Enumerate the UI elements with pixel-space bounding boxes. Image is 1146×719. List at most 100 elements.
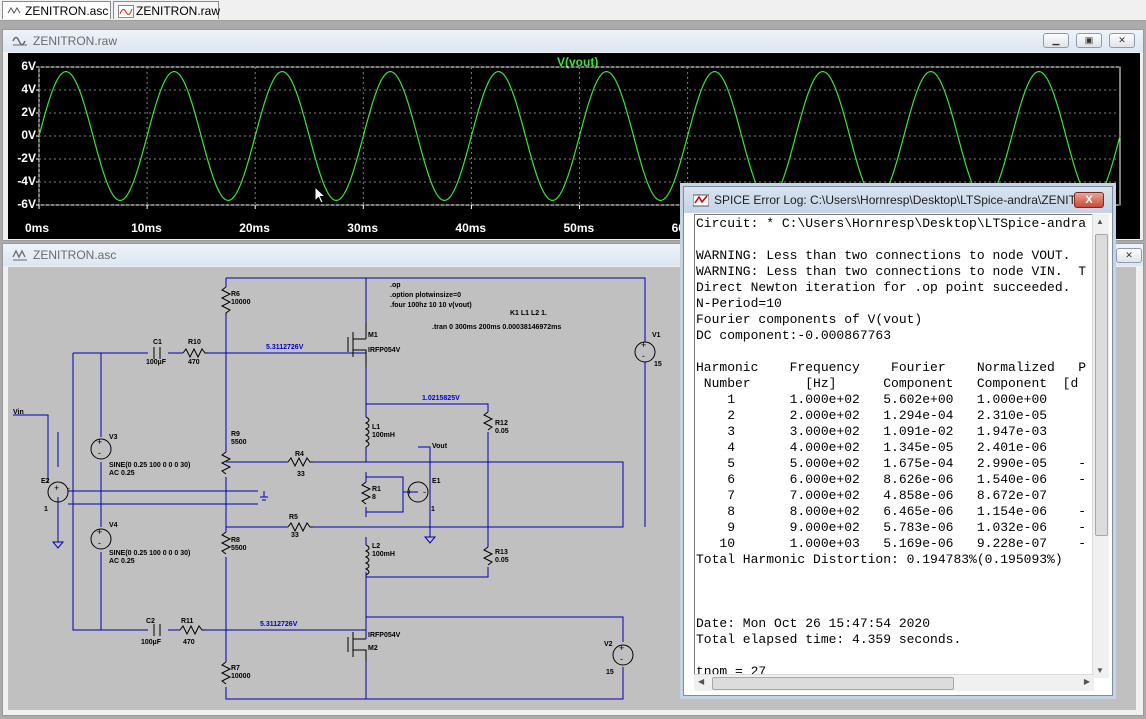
scroll-down-icon[interactable]: ▼ xyxy=(1096,666,1104,675)
waveform-window-titlebar[interactable]: ZENITRON.raw ▁ ▣ ✕ xyxy=(3,30,1143,52)
restore-button[interactable]: ▣ xyxy=(1076,33,1102,48)
c2-label: C2 xyxy=(146,618,155,625)
v4-label: V4 xyxy=(109,522,118,529)
r10-label: R10 xyxy=(188,339,201,346)
tab-label: ZENITRON.raw xyxy=(136,4,220,18)
spice-error-log-window: SPICE Error Log: C:\Users\Hornresp\Deskt… xyxy=(683,186,1113,696)
tab-label: ZENITRON.asc xyxy=(25,4,109,18)
svg-text:+: + xyxy=(641,340,646,350)
net-voltage-mid: 1.0215825V xyxy=(422,395,460,402)
v3-label: V3 xyxy=(109,434,118,441)
r10-value: 470 xyxy=(188,359,200,366)
y-tick-label: 0V xyxy=(21,128,36,142)
y-tick-label: 2V xyxy=(21,105,36,119)
m2-value: IRFP054V xyxy=(368,632,401,639)
y-tick-label: 4V xyxy=(21,82,36,96)
directive-option: .option plotwinsize=0 xyxy=(390,292,461,299)
plot-title[interactable]: V(vout) xyxy=(557,55,599,69)
error-log-titlebar[interactable]: SPICE Error Log: C:\Users\Hornresp\Deskt… xyxy=(684,187,1112,213)
x-tick-label: 0ms xyxy=(25,221,50,235)
series-line-vout[interactable] xyxy=(38,70,1121,202)
close-icon: X xyxy=(1085,194,1093,206)
document-tab-bar: ZENITRON.asc ZENITRON.raw xyxy=(0,0,1146,21)
svg-text:+: + xyxy=(619,643,624,653)
tab-zenitron-raw[interactable]: ZENITRON.raw xyxy=(113,1,220,19)
horizontal-scrollbar[interactable]: ◀ ▶ xyxy=(694,674,1094,691)
v1-label: V1 xyxy=(652,332,661,339)
c1-label: C1 xyxy=(153,339,162,346)
svg-text:+: + xyxy=(407,487,412,497)
e2-value: 1 xyxy=(44,506,48,513)
scroll-right-icon[interactable]: ▶ xyxy=(1083,677,1090,686)
error-log-text-area[interactable]: Circuit: * C:\Users\Hornresp\Desktop\LTS… xyxy=(694,214,1094,678)
close-icon: ✕ xyxy=(1118,35,1126,45)
r4-label: R4 xyxy=(295,451,304,458)
svg-text:+: + xyxy=(97,437,102,447)
x-tick-label: 20ms xyxy=(239,221,270,235)
minimize-button[interactable]: ▁ xyxy=(1043,33,1069,48)
y-tick-label: -2V xyxy=(17,151,36,165)
v1-value: 15 xyxy=(654,361,662,368)
directive-op: .op xyxy=(390,282,401,289)
svg-text:-: - xyxy=(98,538,101,548)
svg-text:-: - xyxy=(67,483,70,493)
error-log-close-button[interactable]: X xyxy=(1074,192,1104,208)
r11-label: R11 xyxy=(181,618,194,625)
v2-label: V2 xyxy=(604,641,613,648)
x-tick-label: 60 xyxy=(671,221,685,235)
scroll-up-icon[interactable]: ▲ xyxy=(1096,217,1104,226)
schematic-close-button[interactable]: ✕ xyxy=(1116,248,1142,263)
svg-text:+: + xyxy=(54,483,59,493)
error-log-title: SPICE Error Log: C:\Users\Hornresp\Deskt… xyxy=(714,193,1074,207)
c2-value: 100µF xyxy=(141,639,161,646)
directive-four: .four 100hz 10 10 v(vout) xyxy=(390,302,472,309)
waveform-icon xyxy=(118,5,134,18)
v3-value: SINE(0 0.25 100 0 0 0 30)AC 0.25 xyxy=(109,462,191,477)
directive-tran: .tran 0 300ms 200ms 0.00038146972ms xyxy=(432,324,562,331)
r11-value: 470 xyxy=(183,639,195,646)
svg-text:+: + xyxy=(97,527,102,537)
error-log-content: Circuit: * C:\Users\Hornresp\Desktop\LTS… xyxy=(696,216,1087,678)
x-tick-label: 30ms xyxy=(347,221,378,235)
tab-zenitron-asc[interactable]: ZENITRON.asc xyxy=(2,1,111,19)
x-tick-label: 40ms xyxy=(455,221,487,235)
restore-icon: ▣ xyxy=(1084,35,1094,45)
vertical-scroll-thumb[interactable] xyxy=(1095,234,1108,536)
schematic-icon xyxy=(12,249,27,261)
spice-log-icon xyxy=(693,194,709,207)
y-tick-label: 6V xyxy=(21,59,36,73)
net-voltage-top: 5.3112726V xyxy=(266,344,304,351)
r5-value: 33 xyxy=(291,532,299,539)
close-icon: ✕ xyxy=(1125,250,1133,260)
window-title: ZENITRON.raw xyxy=(33,34,117,48)
waveform-icon xyxy=(12,36,27,46)
svg-text:-: - xyxy=(620,654,623,664)
x-tick-label: 10ms xyxy=(131,221,162,235)
v2-value: 15 xyxy=(606,669,614,676)
window-title: ZENITRON.asc xyxy=(33,248,117,262)
horizontal-scroll-thumb[interactable] xyxy=(712,677,954,690)
m1-value: IRFP054V xyxy=(368,347,401,354)
x-tick-label: 50ms xyxy=(563,221,595,235)
net-label-vin: Vin xyxy=(13,409,24,416)
m1-label: M1 xyxy=(368,332,378,339)
spice-directives: .op .option plotwinsize=0 .four 100hz 10… xyxy=(390,281,472,311)
vertical-scrollbar[interactable]: ▲ ▼ xyxy=(1092,214,1109,678)
mouse-cursor-icon xyxy=(314,186,327,204)
v4-value: SINE(0 0.25 100 0 0 0 30)AC 0.25 xyxy=(109,550,191,565)
schematic-icon xyxy=(7,7,21,14)
scroll-left-icon[interactable]: ◀ xyxy=(698,677,705,686)
coupling-directive: K1 L1 L2 1. xyxy=(510,310,547,317)
minimize-icon: ▁ xyxy=(1052,35,1060,45)
net-voltage-bottom: 5.3112726V xyxy=(260,621,298,628)
svg-text:-: - xyxy=(98,448,101,458)
close-button[interactable]: ✕ xyxy=(1109,33,1135,48)
